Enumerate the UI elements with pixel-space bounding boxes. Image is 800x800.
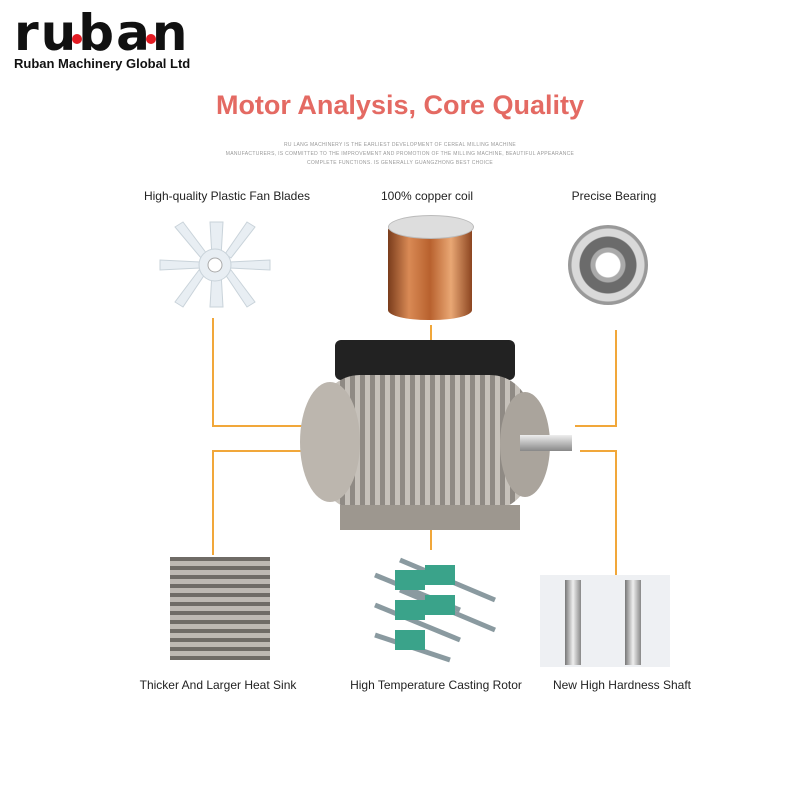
subtitle-line: COMPLETE FUNCTIONS. IS GENERALLY GUANGZH… [307, 160, 493, 166]
logo-dot [146, 34, 156, 44]
feature-label-bearing: Precise Bearing [571, 189, 657, 203]
motor-end-cap [300, 382, 360, 502]
connector-line [430, 325, 432, 345]
connector-line [212, 425, 332, 427]
connector-line [212, 318, 214, 426]
connector-line [212, 450, 214, 555]
motor-base [340, 505, 520, 530]
connector-line [580, 450, 616, 452]
rotor-image [374, 557, 496, 663]
logo-dot [72, 34, 82, 44]
connector-line [615, 330, 617, 426]
feature-label-coil: 100% copper coil [380, 189, 474, 203]
feature-label-shaft: New High Hardness Shaft [552, 678, 692, 692]
shaft-image [540, 575, 670, 667]
feature-label-fan: High-quality Plastic Fan Blades [143, 189, 311, 203]
subtitle-line: MANUFACTURERS, IS COMMITTED TO THE IMPRO… [225, 151, 575, 157]
feature-label-heat-sink: Thicker And Larger Heat Sink [139, 678, 297, 692]
brand-logo: ruban [14, 4, 190, 62]
feature-label-rotor: High Temperature Casting Rotor [350, 678, 522, 692]
connector-line [615, 450, 617, 575]
motor-capacitor-box [335, 340, 515, 380]
fan-blades-image [159, 221, 271, 308]
connector-line [575, 425, 617, 427]
coil-spool-top [388, 215, 474, 239]
motor-shaft [520, 435, 572, 451]
bearing-image [568, 225, 648, 305]
heat-sink-image [170, 557, 270, 660]
page-title: Motor Analysis, Core Quality [215, 90, 585, 120]
company-name: Ruban Machinery Global Ltd [14, 56, 191, 71]
connector-line [212, 450, 342, 452]
subtitle-line: RU LANG MACHINERY IS THE EARLIEST DEVELO… [283, 142, 517, 148]
